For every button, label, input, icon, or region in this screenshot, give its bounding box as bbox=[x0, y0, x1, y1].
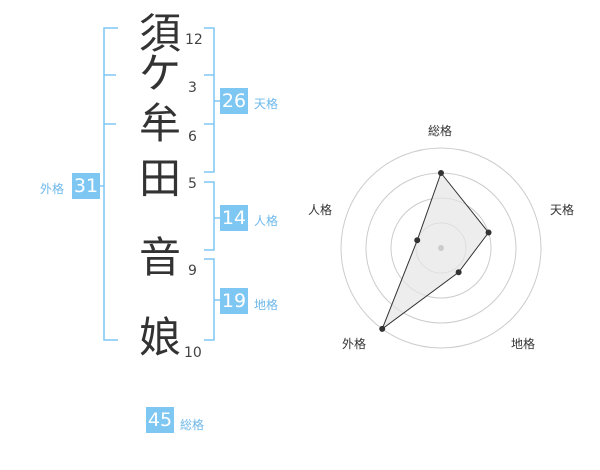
name-char-3: 牟 bbox=[138, 99, 181, 148]
stroke-count-5: 9 bbox=[188, 263, 197, 279]
radar-axis-label-soukaku: 総格 bbox=[428, 124, 453, 138]
jinkaku-value: 14 bbox=[220, 205, 248, 231]
radar-axis-label-chikaku: 地格 bbox=[511, 337, 536, 351]
tenkaku-value: 26 bbox=[220, 88, 248, 114]
radar-point-3 bbox=[455, 269, 462, 276]
stroke-count-4: 5 bbox=[188, 176, 197, 192]
name-char-1: 須 bbox=[138, 9, 181, 58]
soukaku-value: 45 bbox=[146, 407, 174, 433]
stroke-count-6: 10 bbox=[184, 345, 202, 361]
name-char-6: 娘 bbox=[138, 313, 181, 362]
radar-point-2 bbox=[485, 229, 492, 236]
stroke-count-2: 3 bbox=[188, 80, 197, 96]
radar-point-4 bbox=[379, 325, 386, 332]
gaikaku-label: 外格 bbox=[40, 182, 65, 196]
gaikaku-value: 31 bbox=[72, 173, 100, 199]
jinkaku-label: 人格 bbox=[254, 214, 279, 228]
stroke-count-3: 6 bbox=[188, 129, 197, 145]
radar-center-dot bbox=[438, 245, 444, 251]
stroke-count-1: 12 bbox=[185, 32, 203, 48]
gaikaku-bracket bbox=[103, 27, 118, 341]
tenkaku-bracket bbox=[204, 27, 215, 173]
radar-grid-ring bbox=[340, 147, 542, 349]
radar-axis-label-tenkaku: 天格 bbox=[550, 203, 575, 217]
name-char-4: 田 bbox=[138, 154, 181, 203]
tenkaku-label: 天格 bbox=[254, 97, 279, 111]
jinkaku-bracket bbox=[204, 181, 215, 251]
radar-point-1 bbox=[438, 170, 444, 176]
radar-axis-label-gaikaku: 外格 bbox=[342, 337, 367, 351]
radar-point-5 bbox=[414, 237, 421, 244]
chikaku-value: 19 bbox=[220, 288, 248, 314]
radar-axis-label-jinkaku: 人格 bbox=[308, 203, 333, 217]
radar-data-polygon bbox=[381, 171, 490, 331]
name-char-5: 音 bbox=[138, 233, 181, 282]
soukaku-label: 総格 bbox=[180, 418, 205, 432]
name-char-2: ケ bbox=[138, 49, 181, 98]
chikaku-label: 地格 bbox=[254, 298, 279, 312]
